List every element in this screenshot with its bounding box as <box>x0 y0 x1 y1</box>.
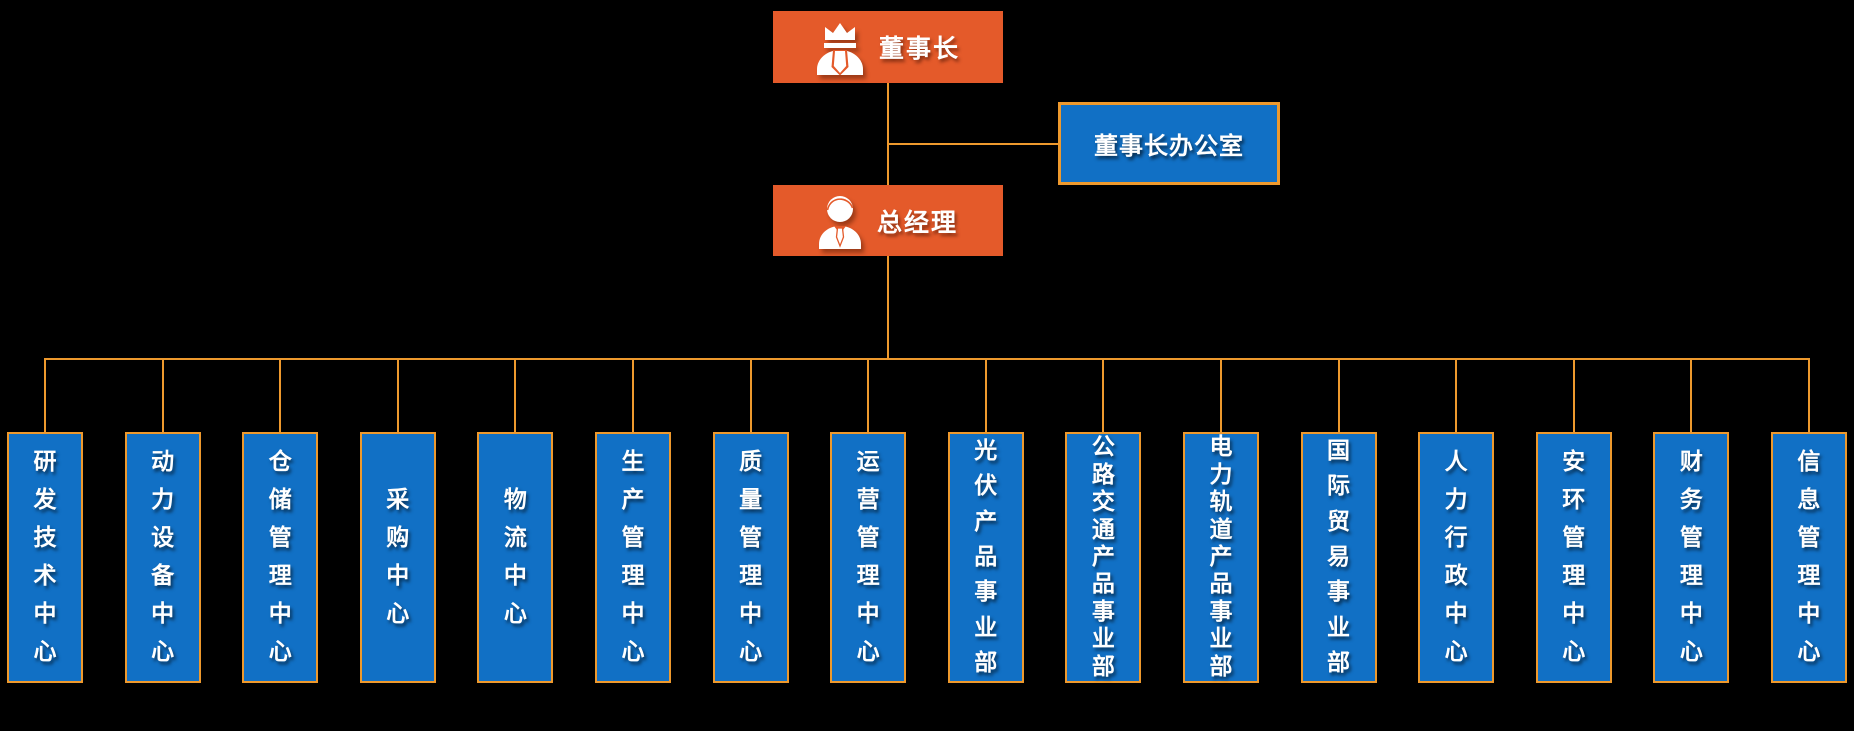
department-box-12: 国际贸易事业部 <box>1300 432 1377 683</box>
department-box-16: 信息管理中心 <box>1770 432 1847 683</box>
connector-drop <box>1455 358 1458 432</box>
connector-drop <box>631 358 634 432</box>
department-node-1: 研发技术中心 <box>7 358 83 683</box>
chairman-office-label: 董事长办公室 <box>1094 132 1244 160</box>
department-label: 光伏产品事业部 <box>974 438 998 676</box>
department-node-15: 财务管理中心 <box>1653 358 1730 683</box>
department-node-12: 国际贸易事业部 <box>1300 358 1377 683</box>
department-label: 研发技术中心 <box>33 449 57 665</box>
department-box-5: 物流中心 <box>477 432 554 683</box>
connector-drop <box>514 358 517 432</box>
department-node-4: 采购中心 <box>359 358 436 683</box>
department-box-14: 安环管理中心 <box>1535 432 1612 683</box>
department-label: 公路交通产品事业部 <box>1091 434 1115 680</box>
connector-drop <box>1807 358 1810 432</box>
department-label: 动力设备中心 <box>151 449 175 665</box>
department-node-7: 质量管理中心 <box>712 358 789 683</box>
department-label: 信息管理中心 <box>1797 449 1821 665</box>
connector-gm-to-bus <box>887 256 889 359</box>
business-person-icon <box>818 195 861 249</box>
department-node-9: 光伏产品事业部 <box>947 358 1024 683</box>
connector-drop <box>1219 358 1222 432</box>
connector-drop <box>749 358 752 432</box>
department-node-3: 仓储管理中心 <box>242 358 319 683</box>
department-box-13: 人力行政中心 <box>1418 432 1495 683</box>
department-label: 运营管理中心 <box>856 449 880 665</box>
department-label: 采购中心 <box>386 487 410 627</box>
department-box-15: 财务管理中心 <box>1653 432 1730 683</box>
department-label: 人力行政中心 <box>1444 449 1468 665</box>
connector-drop <box>1102 358 1105 432</box>
connector-drop <box>396 358 399 432</box>
department-node-13: 人力行政中心 <box>1418 358 1495 683</box>
department-node-5: 物流中心 <box>477 358 554 683</box>
department-label: 安环管理中心 <box>1562 449 1586 665</box>
connector-drop <box>1337 358 1340 432</box>
general-manager-node: 总经理 <box>773 185 1003 256</box>
department-node-6: 生产管理中心 <box>594 358 671 683</box>
department-label: 国际贸易事业部 <box>1327 438 1351 676</box>
department-node-2: 动力设备中心 <box>124 358 201 683</box>
connector-drop <box>1690 358 1693 432</box>
connector-bus-line <box>45 358 1809 360</box>
connector-to-chairman-office <box>888 143 1058 145</box>
connector-drop <box>279 358 282 432</box>
department-box-2: 动力设备中心 <box>124 432 201 683</box>
department-label: 质量管理中心 <box>739 449 763 665</box>
department-node-16: 信息管理中心 <box>1770 358 1847 683</box>
department-label: 仓储管理中心 <box>268 449 292 665</box>
department-box-11: 电力轨道产品事业部 <box>1182 432 1259 683</box>
department-box-10: 公路交通产品事业部 <box>1065 432 1142 683</box>
department-box-7: 质量管理中心 <box>712 432 789 683</box>
department-node-10: 公路交通产品事业部 <box>1065 358 1142 683</box>
department-box-9: 光伏产品事业部 <box>947 432 1024 683</box>
department-label: 电力轨道产品事业部 <box>1209 434 1233 680</box>
connector-chairman-to-gm <box>887 83 889 185</box>
connector-drop <box>984 358 987 432</box>
department-label: 财务管理中心 <box>1679 449 1703 665</box>
chairman-office-node: 董事长办公室 <box>1058 102 1280 185</box>
crown-person-icon <box>816 23 863 75</box>
department-label: 生产管理中心 <box>621 449 645 665</box>
department-box-6: 生产管理中心 <box>594 432 671 683</box>
chairman-label: 董事长 <box>878 34 960 63</box>
connector-drop <box>44 358 46 432</box>
department-row: 研发技术中心 动力设备中心 仓储管理中心 采购中心 物流中心 <box>7 358 1847 683</box>
department-box-3: 仓储管理中心 <box>242 432 319 683</box>
department-node-11: 电力轨道产品事业部 <box>1182 358 1259 683</box>
connector-drop <box>1572 358 1575 432</box>
chairman-node: 董事长 <box>773 11 1003 83</box>
connector-drop <box>161 358 164 432</box>
department-box-8: 运营管理中心 <box>830 432 907 683</box>
department-box-4: 采购中心 <box>359 432 436 683</box>
department-node-8: 运营管理中心 <box>830 358 907 683</box>
department-box-1: 研发技术中心 <box>7 432 83 683</box>
general-manager-label: 总经理 <box>876 207 958 237</box>
connector-drop <box>867 358 870 432</box>
department-node-14: 安环管理中心 <box>1535 358 1612 683</box>
department-label: 物流中心 <box>503 487 527 627</box>
